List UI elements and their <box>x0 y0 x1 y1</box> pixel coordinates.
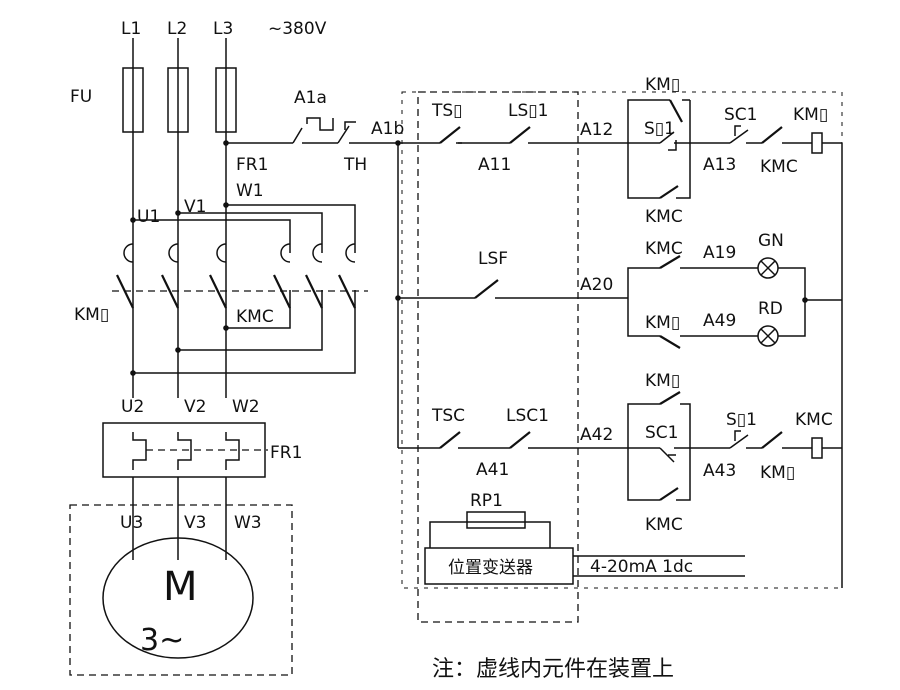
label-a13: A13 <box>703 155 736 175</box>
label-lsf: LSF <box>478 249 508 269</box>
thermal-relay-fr1 <box>102 422 268 478</box>
position-transmitter <box>424 511 745 585</box>
label-u3: U3 <box>120 513 143 533</box>
contactor-arcs <box>123 243 356 263</box>
label-sc1-top: SC1 <box>724 105 757 125</box>
label-l2: L2 <box>167 19 187 39</box>
label-ts: TS▯ <box>431 101 463 121</box>
label-lsc1: LSC1 <box>506 406 549 426</box>
label-km-r2: KM▯ <box>793 105 828 125</box>
label-a1b: A1b <box>371 119 404 139</box>
label-kmc-r1: KMC <box>760 157 798 177</box>
label-a42: A42 <box>580 425 613 445</box>
label-fr1-top: FR1 <box>236 155 268 175</box>
label-s1-bot: S▯1 <box>726 410 757 430</box>
label-a1a: A1a <box>294 88 327 108</box>
rung-open <box>627 99 842 199</box>
label-km-r1: KM▯ <box>645 75 680 95</box>
label-gn: GN <box>758 231 784 251</box>
label-w1: W1 <box>236 181 264 201</box>
motor-leads <box>132 477 227 560</box>
label-ls1: LS▯1 <box>508 101 548 121</box>
label-u2: U2 <box>121 397 144 417</box>
label-a12: A12 <box>580 120 613 140</box>
label-fr1-mid: FR1 <box>270 443 302 463</box>
motor-label-3phase: 3~ <box>140 623 184 658</box>
label-kmc-r3: KMC <box>645 239 683 259</box>
control-tap <box>223 117 398 146</box>
rung-close <box>627 391 842 501</box>
label-kmc-r4: KMC <box>795 410 833 430</box>
label-sc1-bot: SC1 <box>645 423 678 443</box>
label-l1: L1 <box>121 19 141 39</box>
label-kmc-r2: KMC <box>645 207 683 227</box>
label-kmc-mid: KMC <box>236 307 274 327</box>
label-rp1: RP1 <box>470 491 503 511</box>
label-a11: A11 <box>478 155 511 175</box>
label-fu: FU <box>70 87 92 107</box>
control-bus-left <box>395 140 475 449</box>
label-s1-top: S▯1 <box>644 119 675 139</box>
signal-label: 4-20mA 1dc <box>590 557 693 577</box>
row-lsf <box>474 279 628 299</box>
label-th: TH <box>343 155 367 175</box>
footnote: 注：虚线内元件在装置上 <box>432 657 674 682</box>
label-v1: V1 <box>184 197 206 217</box>
motor-circle <box>102 537 254 659</box>
fuses-fu <box>122 67 237 133</box>
label-a43: A43 <box>703 461 736 481</box>
label-l3: L3 <box>213 19 233 39</box>
label-a20: A20 <box>580 275 613 295</box>
reversing-crossover <box>130 202 356 376</box>
motor-label-m: M <box>163 564 198 610</box>
label-km-r5: KM▯ <box>760 463 795 483</box>
motor-device-boundary <box>69 504 293 676</box>
label-a41: A41 <box>476 460 509 480</box>
label-voltage: ~380V <box>268 19 327 39</box>
label-a19: A19 <box>703 243 736 263</box>
contactor-blades <box>112 274 368 309</box>
label-w3: W3 <box>234 513 262 533</box>
label-w2: W2 <box>232 397 260 417</box>
label-km-r3: KM▯ <box>645 313 680 333</box>
transmitter-label: 位置变送器 <box>448 558 533 578</box>
row-ts-ls1 <box>398 126 628 144</box>
outer-dashed-return <box>401 91 843 589</box>
row-tsc-lsc1 <box>439 431 628 449</box>
label-km-left: KM▯ <box>74 305 109 325</box>
label-tsc: TSC <box>431 406 465 426</box>
label-rd: RD <box>758 299 783 319</box>
label-v2: V2 <box>184 397 206 417</box>
device-boundary <box>417 91 579 623</box>
label-kmc-r5: KMC <box>645 515 683 535</box>
label-v3: V3 <box>184 513 206 533</box>
label-km-r4: KM▯ <box>645 371 680 391</box>
label-u1: U1 <box>137 207 160 227</box>
label-a49: A49 <box>703 311 736 331</box>
rung-indicators <box>627 255 842 349</box>
